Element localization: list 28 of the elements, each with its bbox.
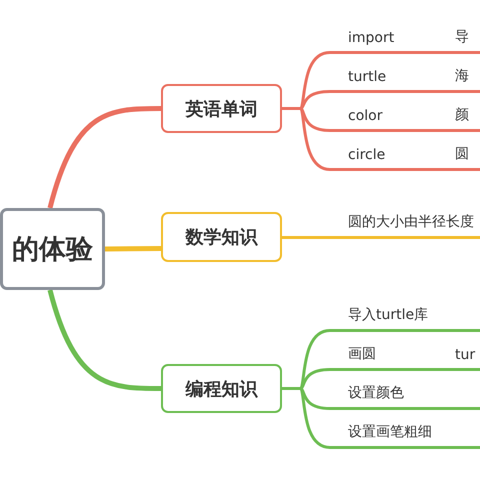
- branch-line: [282, 236, 340, 239]
- topic-text: 英语单词: [186, 98, 258, 120]
- topic-text: 圆的大小由半径长度: [348, 213, 474, 231]
- topic-text: 设置画笔粗细: [348, 423, 432, 441]
- topic-text: 颜: [455, 106, 469, 124]
- branch-line: [104, 246, 162, 252]
- branch-line: [282, 107, 330, 171]
- branch-line: [48, 106, 162, 209]
- topic-text: 的体验: [12, 233, 93, 267]
- topic-text: 画圆: [348, 345, 376, 363]
- topic-text: import: [348, 30, 394, 46]
- topic-text: 导: [455, 28, 469, 46]
- topic-text: 海: [455, 67, 469, 85]
- topic-text: color: [348, 108, 382, 124]
- topic-text: turtle: [348, 69, 386, 85]
- branch-line: [282, 387, 330, 449]
- topic-text: 导入turtle库: [348, 306, 428, 324]
- topic-box: [161, 212, 282, 262]
- topic-text: tur: [455, 347, 476, 363]
- central-topic-box: [0, 208, 105, 290]
- branch-line: [48, 289, 162, 391]
- topic-text: 圆: [455, 145, 469, 163]
- topic-text: 设置颜色: [348, 384, 404, 402]
- topic-text: circle: [348, 147, 386, 163]
- topic-box: [161, 84, 282, 133]
- topic-text: 编程知识: [186, 378, 258, 400]
- topic-box: [161, 364, 282, 413]
- topic-text: 数学知识: [186, 226, 258, 249]
